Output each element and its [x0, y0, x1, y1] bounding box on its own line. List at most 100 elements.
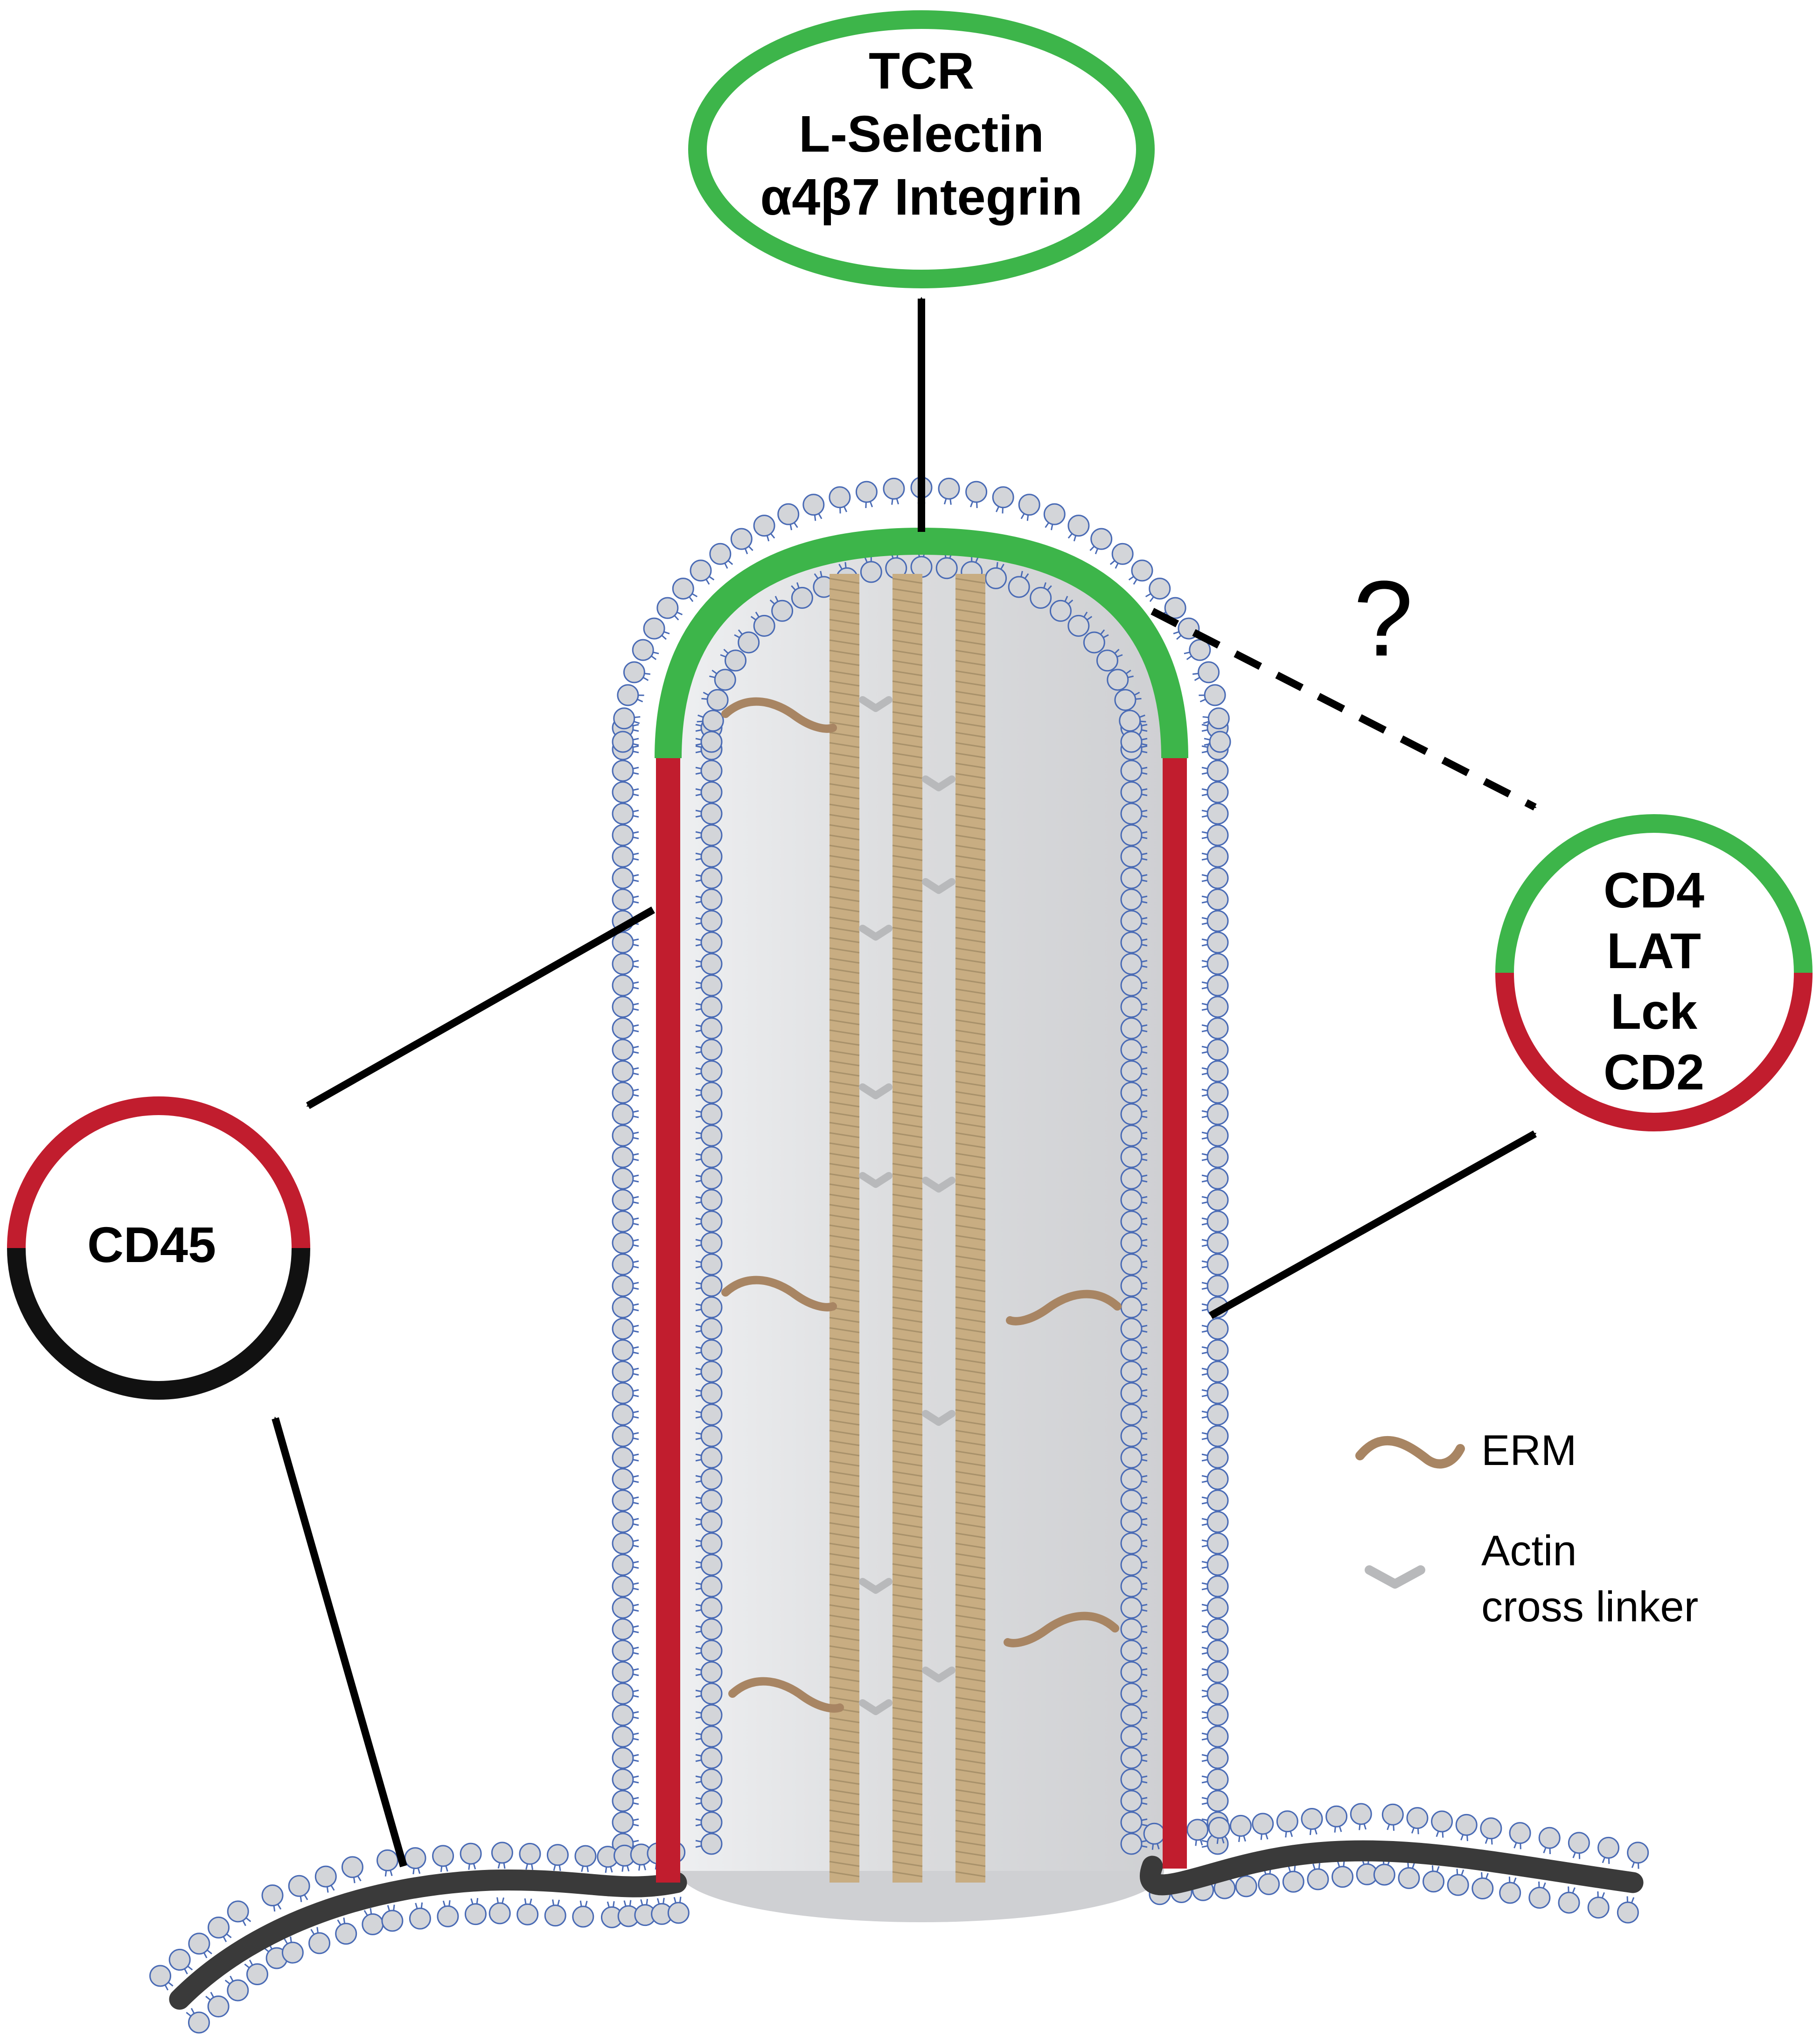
lipid-icon [1120, 1811, 1148, 1834]
lipid-icon [695, 888, 723, 911]
lipid-icon [362, 1908, 384, 1935]
lipid-icon [612, 802, 639, 825]
lipid-icon [1201, 760, 1229, 782]
lipid-icon [1089, 528, 1113, 555]
lipid-icon [1145, 578, 1171, 602]
lipid-icon [1201, 1554, 1229, 1576]
lipid-icon [695, 802, 723, 825]
lipid-icon [1120, 1275, 1148, 1297]
lipid-icon [695, 1339, 723, 1361]
lipid-icon [734, 629, 760, 654]
lipid-icon [769, 596, 794, 622]
lipid-icon [695, 1682, 723, 1705]
lipid-icon [574, 1845, 597, 1872]
lipid-icon [1120, 1167, 1148, 1190]
lipid-icon [695, 1189, 723, 1211]
lipid-icon [1276, 1810, 1298, 1838]
lipid-icon [1201, 824, 1229, 846]
lipid-icon [695, 1146, 723, 1168]
lipid-icon [612, 1661, 639, 1683]
lipid-icon [188, 1932, 212, 1959]
lipid-icon [695, 1768, 723, 1791]
lipid-icon [617, 1900, 640, 1927]
lipid-icon [695, 1704, 723, 1726]
lipid-icon [1201, 1318, 1229, 1340]
lipid-icon [1201, 1489, 1229, 1512]
lipid-icon [1229, 1814, 1252, 1842]
lipid-icon [1120, 1382, 1148, 1404]
chevron-icon [922, 1410, 955, 1426]
lipid-icon [612, 1124, 639, 1147]
lipid-icon [612, 1146, 639, 1168]
lipid-icon [1201, 1725, 1229, 1748]
lipid-icon [1120, 1060, 1148, 1082]
lipid-icon [612, 845, 639, 868]
lipid-icon [1120, 1747, 1148, 1769]
lipid-icon [572, 1900, 594, 1928]
lipid-icon [1201, 1167, 1229, 1190]
lipid-icon [1120, 1639, 1148, 1662]
wavy-line-icon [1004, 1611, 1119, 1647]
erm-proteins [721, 697, 1122, 1713]
lipid-icon [695, 1425, 723, 1447]
lipid-icon [1120, 931, 1148, 954]
lipid-icon [288, 1875, 310, 1902]
lipid-icon [612, 1618, 639, 1640]
lipid-icon [1120, 888, 1148, 911]
lipid-icon [227, 1900, 251, 1926]
lipid-icon [1627, 1842, 1649, 1869]
lipid-icon [1120, 1318, 1148, 1340]
lipid-icon [404, 1847, 426, 1875]
lipid-icon [1199, 684, 1226, 706]
lipid-icon [791, 582, 813, 609]
lipid-icon [1186, 1819, 1209, 1846]
lipid-icon [1120, 1425, 1148, 1447]
lipid-icon [1201, 845, 1229, 868]
lipid-icon [612, 1210, 639, 1233]
left-circle: CD45 [7, 1096, 310, 1400]
lipid-icon [1208, 1817, 1230, 1844]
lipid-icon [695, 1554, 723, 1576]
lipid-icon [612, 888, 639, 911]
wavy-line-icon [728, 1677, 844, 1713]
lipid-icon [612, 1597, 639, 1619]
lipid-icon [612, 1639, 639, 1662]
lipid-icon [612, 1682, 639, 1705]
lipid-icon [460, 1842, 482, 1870]
lipid-icon [1201, 974, 1229, 997]
lipid-icon [695, 931, 723, 954]
lipid-icon [695, 1725, 723, 1748]
wavy-line-icon [1006, 1290, 1122, 1325]
lipid-icon [1455, 1814, 1478, 1842]
lipid-icon [612, 1532, 639, 1555]
lipid-icon [632, 639, 659, 661]
lipid-icon [612, 1189, 639, 1211]
right-circle: CD4 LAT Lck CD2 [1495, 814, 1813, 1131]
lipid-icon [1114, 689, 1142, 711]
lipid-icon [1067, 515, 1090, 542]
lipid-icon [938, 477, 960, 505]
lipid-icon [612, 867, 639, 889]
lipid-icon [695, 1833, 723, 1855]
lipid-icon [1201, 1768, 1229, 1791]
tip-oval-label-2: L-Selectin [799, 105, 1044, 163]
lipid-icon [695, 1639, 723, 1662]
lipid-icon [1201, 888, 1229, 911]
actin-crosslinkers [859, 696, 955, 1715]
lipid-icon [667, 1897, 690, 1924]
lipid-icon [1587, 1891, 1610, 1919]
lipid-icon [1201, 1425, 1229, 1447]
question-mark: ? [1353, 558, 1413, 678]
lipid-icon [617, 684, 644, 706]
lipid-icon [341, 1856, 363, 1884]
lipid-icon [1120, 731, 1148, 753]
lipid-icon [1120, 1446, 1148, 1469]
lipid-icon [1107, 669, 1134, 691]
lipid-icon [612, 1811, 639, 1834]
lipid-icon [381, 1904, 404, 1932]
lipid-icon [695, 781, 723, 803]
lipid-icon [612, 1554, 639, 1576]
lipid-icon [1201, 1532, 1229, 1555]
lipid-icon [701, 689, 729, 711]
